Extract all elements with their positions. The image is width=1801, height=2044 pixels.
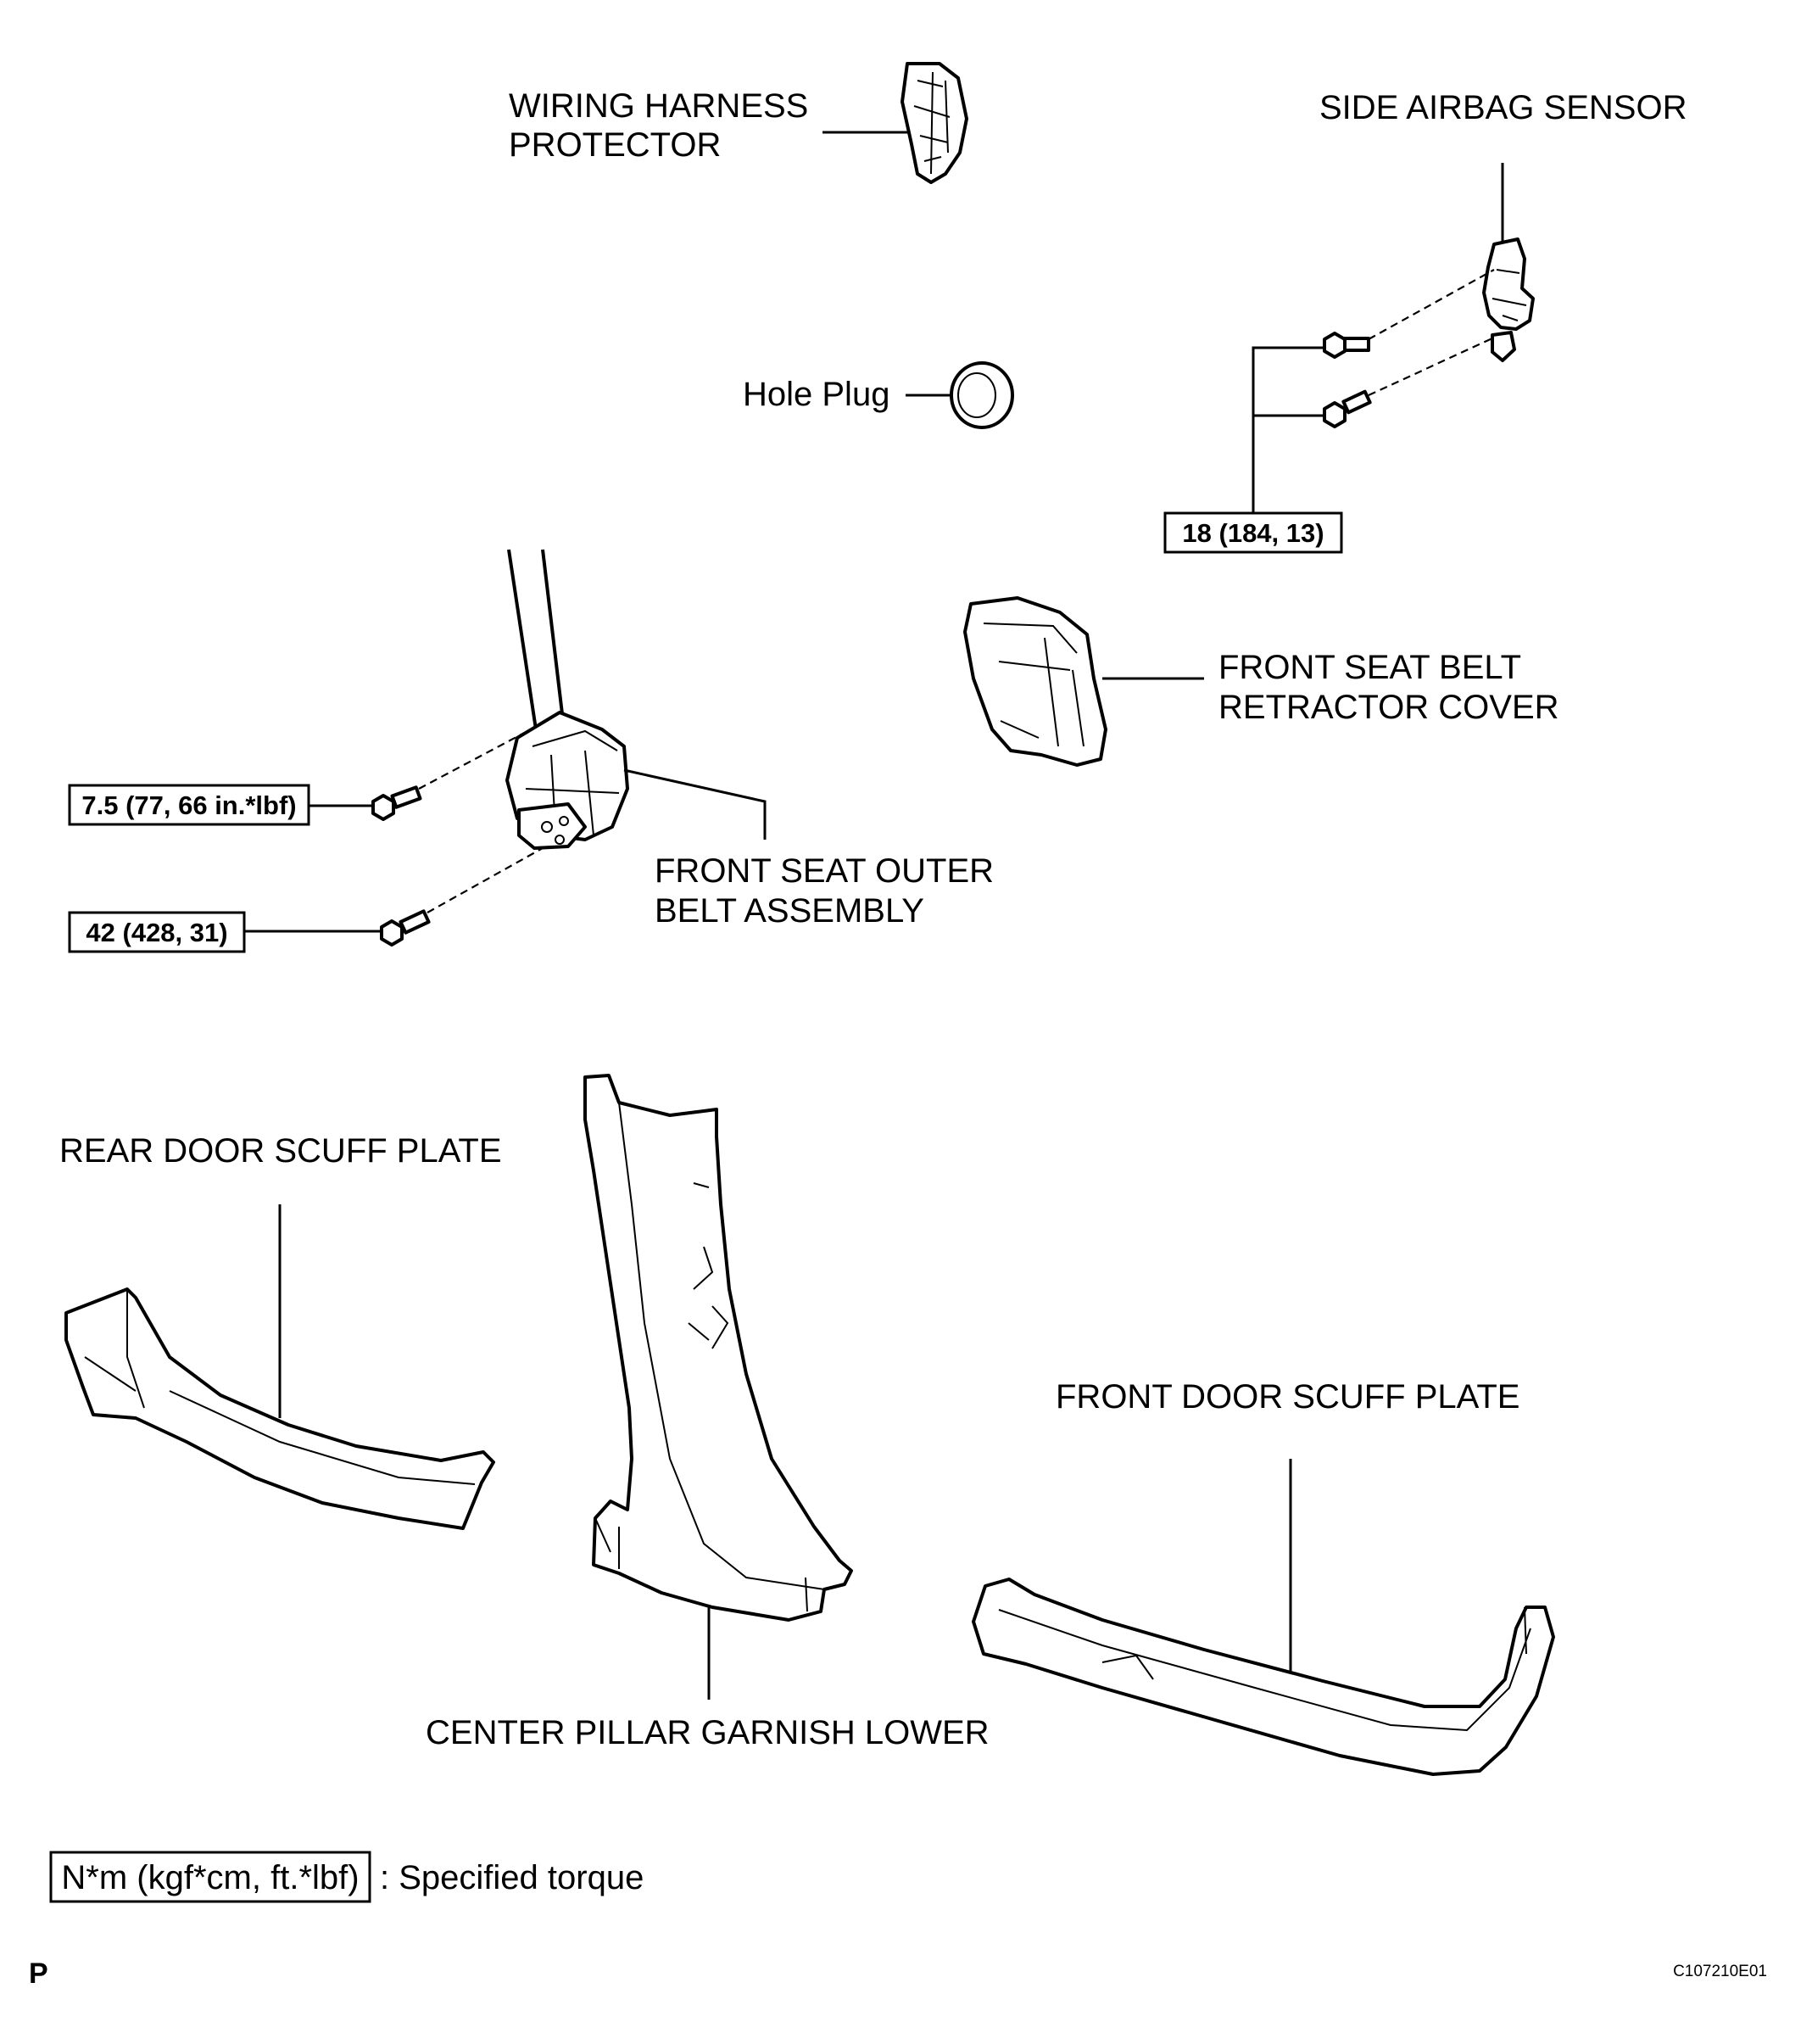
rear-door-scuff-plate-part: [64, 1287, 495, 1530]
torque-legend-description: : Specified torque: [380, 1859, 644, 1896]
sensor-lower-bolt-dashline: [1368, 337, 1495, 396]
front-door-scuff-plate-label: FRONT DOOR SCUFF PLATE: [1056, 1378, 1519, 1416]
belt-upper-bolt-dashline: [418, 729, 532, 790]
torque-legend-unit: N*m (kgf*cm, ft.*lbf): [61, 1859, 359, 1896]
side-airbag-sensor-bolt-upper: [1323, 332, 1370, 359]
center-pillar-garnish-part: [583, 1074, 853, 1622]
hole-plug-part: [950, 361, 1014, 429]
front-door-scuff-plate-part: [972, 1578, 1555, 1776]
retractor-cover-part: [963, 596, 1107, 767]
rear-door-scuff-plate-label: REAR DOOR SCUFF PLATE: [59, 1132, 502, 1170]
belt-assembly-label-1: FRONT SEAT OUTER: [655, 852, 994, 890]
sensor-bolt-leader-upper: [1252, 346, 1323, 513]
torque-value-belt-lower: 42 (428, 31): [86, 918, 227, 947]
belt-upper-bolt: [371, 785, 422, 821]
belt-lower-bolt: [380, 909, 431, 947]
center-pillar-garnish-label: CENTER PILLAR GARNISH LOWER: [426, 1714, 990, 1751]
hole-plug-label: Hole Plug: [743, 376, 889, 413]
seat-belt-webbing: [507, 549, 565, 730]
torque-value-belt-upper: 7.5 (77, 66 in.*lbf): [81, 790, 296, 820]
belt-lower-bolt-dashline: [427, 847, 544, 913]
wiring-harness-protector-label-1: WIRING HARNESS: [509, 87, 808, 125]
wiring-harness-protector-label-2: PROTECTOR: [509, 126, 721, 164]
belt-assembly-leader: [623, 768, 767, 840]
torque-box-belt-upper: 7.5 (77, 66 in.*lbf): [68, 784, 310, 826]
torque-box-sensor: 18 (184, 13): [1163, 511, 1343, 554]
seat-belt-retractor-part: [505, 711, 629, 850]
side-airbag-sensor-bolt-lower: [1323, 389, 1372, 428]
torque-box-belt-lower: 42 (428, 31): [68, 911, 246, 953]
retractor-cover-label-1: FRONT SEAT BELT: [1218, 649, 1521, 686]
retractor-cover-label-2: RETRACTOR COVER: [1218, 689, 1559, 726]
page-mark: P: [29, 1957, 48, 1990]
belt-assembly-label-2: BELT ASSEMBLY: [655, 892, 924, 930]
sensor-upper-bolt-dashline: [1368, 269, 1495, 340]
wiring-harness-protector-part: [900, 62, 968, 184]
torque-value-sensor: 18 (184, 13): [1182, 518, 1324, 548]
figure-code: C107210E01: [1673, 1963, 1767, 1980]
torque-legend: N*m (kgf*cm, ft.*lbf) : Specified torque: [49, 1851, 644, 1903]
side-airbag-sensor-part: [1482, 237, 1535, 362]
side-airbag-sensor-label: SIDE AIRBAG SENSOR: [1319, 89, 1687, 126]
